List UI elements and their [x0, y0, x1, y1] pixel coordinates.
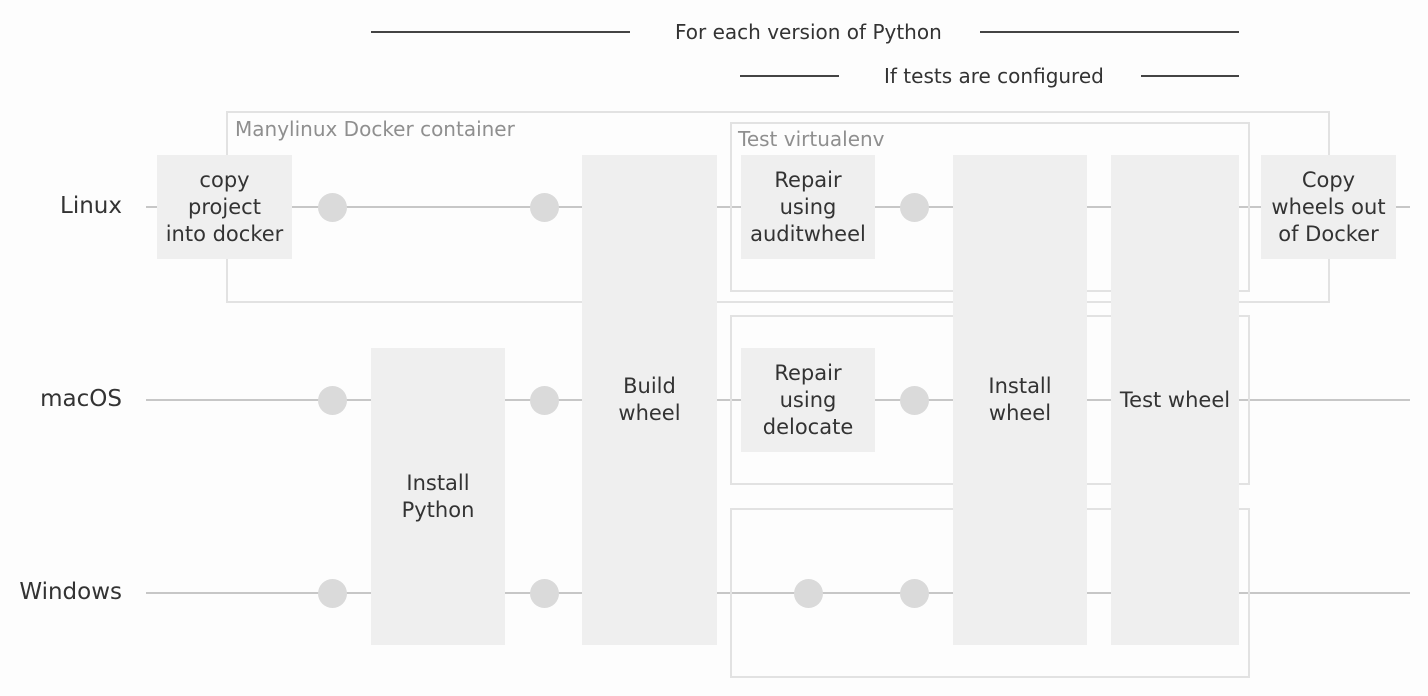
header-line-right — [980, 31, 1239, 33]
header-for-each-python: For each version of Python — [675, 20, 942, 44]
node-dot — [900, 193, 929, 222]
row-label-windows: Windows — [19, 579, 122, 605]
step-copy-out-docker: Copy wheels out of Docker — [1261, 155, 1396, 259]
node-dot — [794, 579, 823, 608]
test-virtualenv-label: Test virtualenv — [738, 127, 885, 151]
node-dot — [530, 193, 559, 222]
step-install-python: Install Python — [371, 348, 505, 645]
node-dot — [318, 579, 347, 608]
tests-line-right — [1141, 75, 1239, 77]
row-label-linux: Linux — [60, 193, 122, 219]
step-repair-auditwheel: Repair using auditwheel — [741, 155, 875, 259]
step-copy-into-docker: copy project into docker — [157, 155, 292, 259]
node-dot — [900, 386, 929, 415]
header-line-left — [371, 31, 630, 33]
step-build-wheel: Build wheel — [582, 155, 717, 645]
step-install-wheel: Install wheel — [953, 155, 1087, 645]
node-dot — [530, 386, 559, 415]
tests-line-left — [740, 75, 839, 77]
row-label-macos: macOS — [40, 386, 122, 412]
step-test-wheel: Test wheel — [1111, 155, 1239, 645]
header-if-tests: If tests are configured — [884, 64, 1104, 88]
step-repair-delocate: Repair using delocate — [741, 348, 875, 452]
node-dot — [530, 579, 559, 608]
node-dot — [318, 193, 347, 222]
node-dot — [318, 386, 347, 415]
manylinux-container-label: Manylinux Docker container — [235, 117, 515, 141]
lane-line-windows — [146, 592, 1410, 594]
node-dot — [900, 579, 929, 608]
